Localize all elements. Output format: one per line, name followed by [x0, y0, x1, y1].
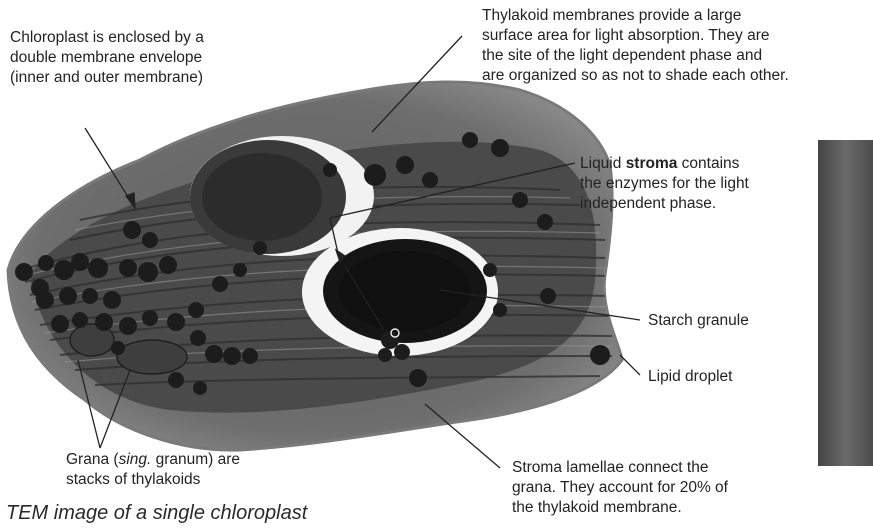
- label-stroma: Liquid stroma contains the enzymes for t…: [580, 154, 749, 214]
- label-grana-line-2: stacks of thylakoids: [66, 470, 240, 490]
- label-thylakoid-line-3: the site of the light dependent phase an…: [482, 46, 789, 66]
- label-stroma-line-3: independent phase.: [580, 194, 749, 214]
- label-stroma-prefix: Liquid: [580, 155, 626, 172]
- label-envelope: Chloroplast is enclosed by a double memb…: [10, 28, 204, 88]
- image-caption: TEM image of a single chloroplast: [6, 500, 307, 526]
- label-grana-line-1: Grana (sing. granum) are: [66, 450, 240, 470]
- label-thylakoid-line-4: are organized so as not to shade each ot…: [482, 66, 789, 86]
- label-envelope-line-2: double membrane envelope: [10, 48, 204, 68]
- label-thylakoid-line-2: surface area for light absorption. They …: [482, 26, 789, 46]
- label-stroma-line-2: the enzymes for the light: [580, 174, 749, 194]
- granum-right: [117, 340, 187, 374]
- label-envelope-line-1: Chloroplast is enclosed by a: [10, 28, 204, 48]
- side-tem-image: [818, 140, 873, 466]
- label-lamellae-line-2: grana. They account for 20% of: [512, 478, 728, 498]
- label-stroma-suffix: contains: [677, 155, 739, 172]
- label-grana-prefix: Grana (: [66, 451, 119, 468]
- label-thylakoid: Thylakoid membranes provide a large surf…: [482, 6, 789, 86]
- label-grana-italic: sing.: [119, 451, 152, 468]
- label-grana: Grana (sing. granum) are stacks of thyla…: [66, 450, 240, 490]
- label-stroma-bold: stroma: [626, 155, 678, 172]
- label-starch: Starch granule: [648, 311, 749, 331]
- label-stroma-line-1: Liquid stroma contains: [580, 154, 749, 174]
- label-lamellae-line-1: Stroma lamellae connect the: [512, 458, 728, 478]
- label-thylakoid-line-1: Thylakoid membranes provide a large: [482, 6, 789, 26]
- label-grana-suffix: granum) are: [151, 451, 240, 468]
- label-envelope-line-3: (inner and outer membrane): [10, 68, 204, 88]
- label-lipid: Lipid droplet: [648, 367, 732, 387]
- label-lamellae: Stroma lamellae connect the grana. They …: [512, 458, 728, 518]
- label-lamellae-line-3: the thylakoid membrane.: [512, 498, 728, 518]
- label-starch-text: Starch granule: [648, 311, 749, 331]
- label-lipid-text: Lipid droplet: [648, 367, 732, 387]
